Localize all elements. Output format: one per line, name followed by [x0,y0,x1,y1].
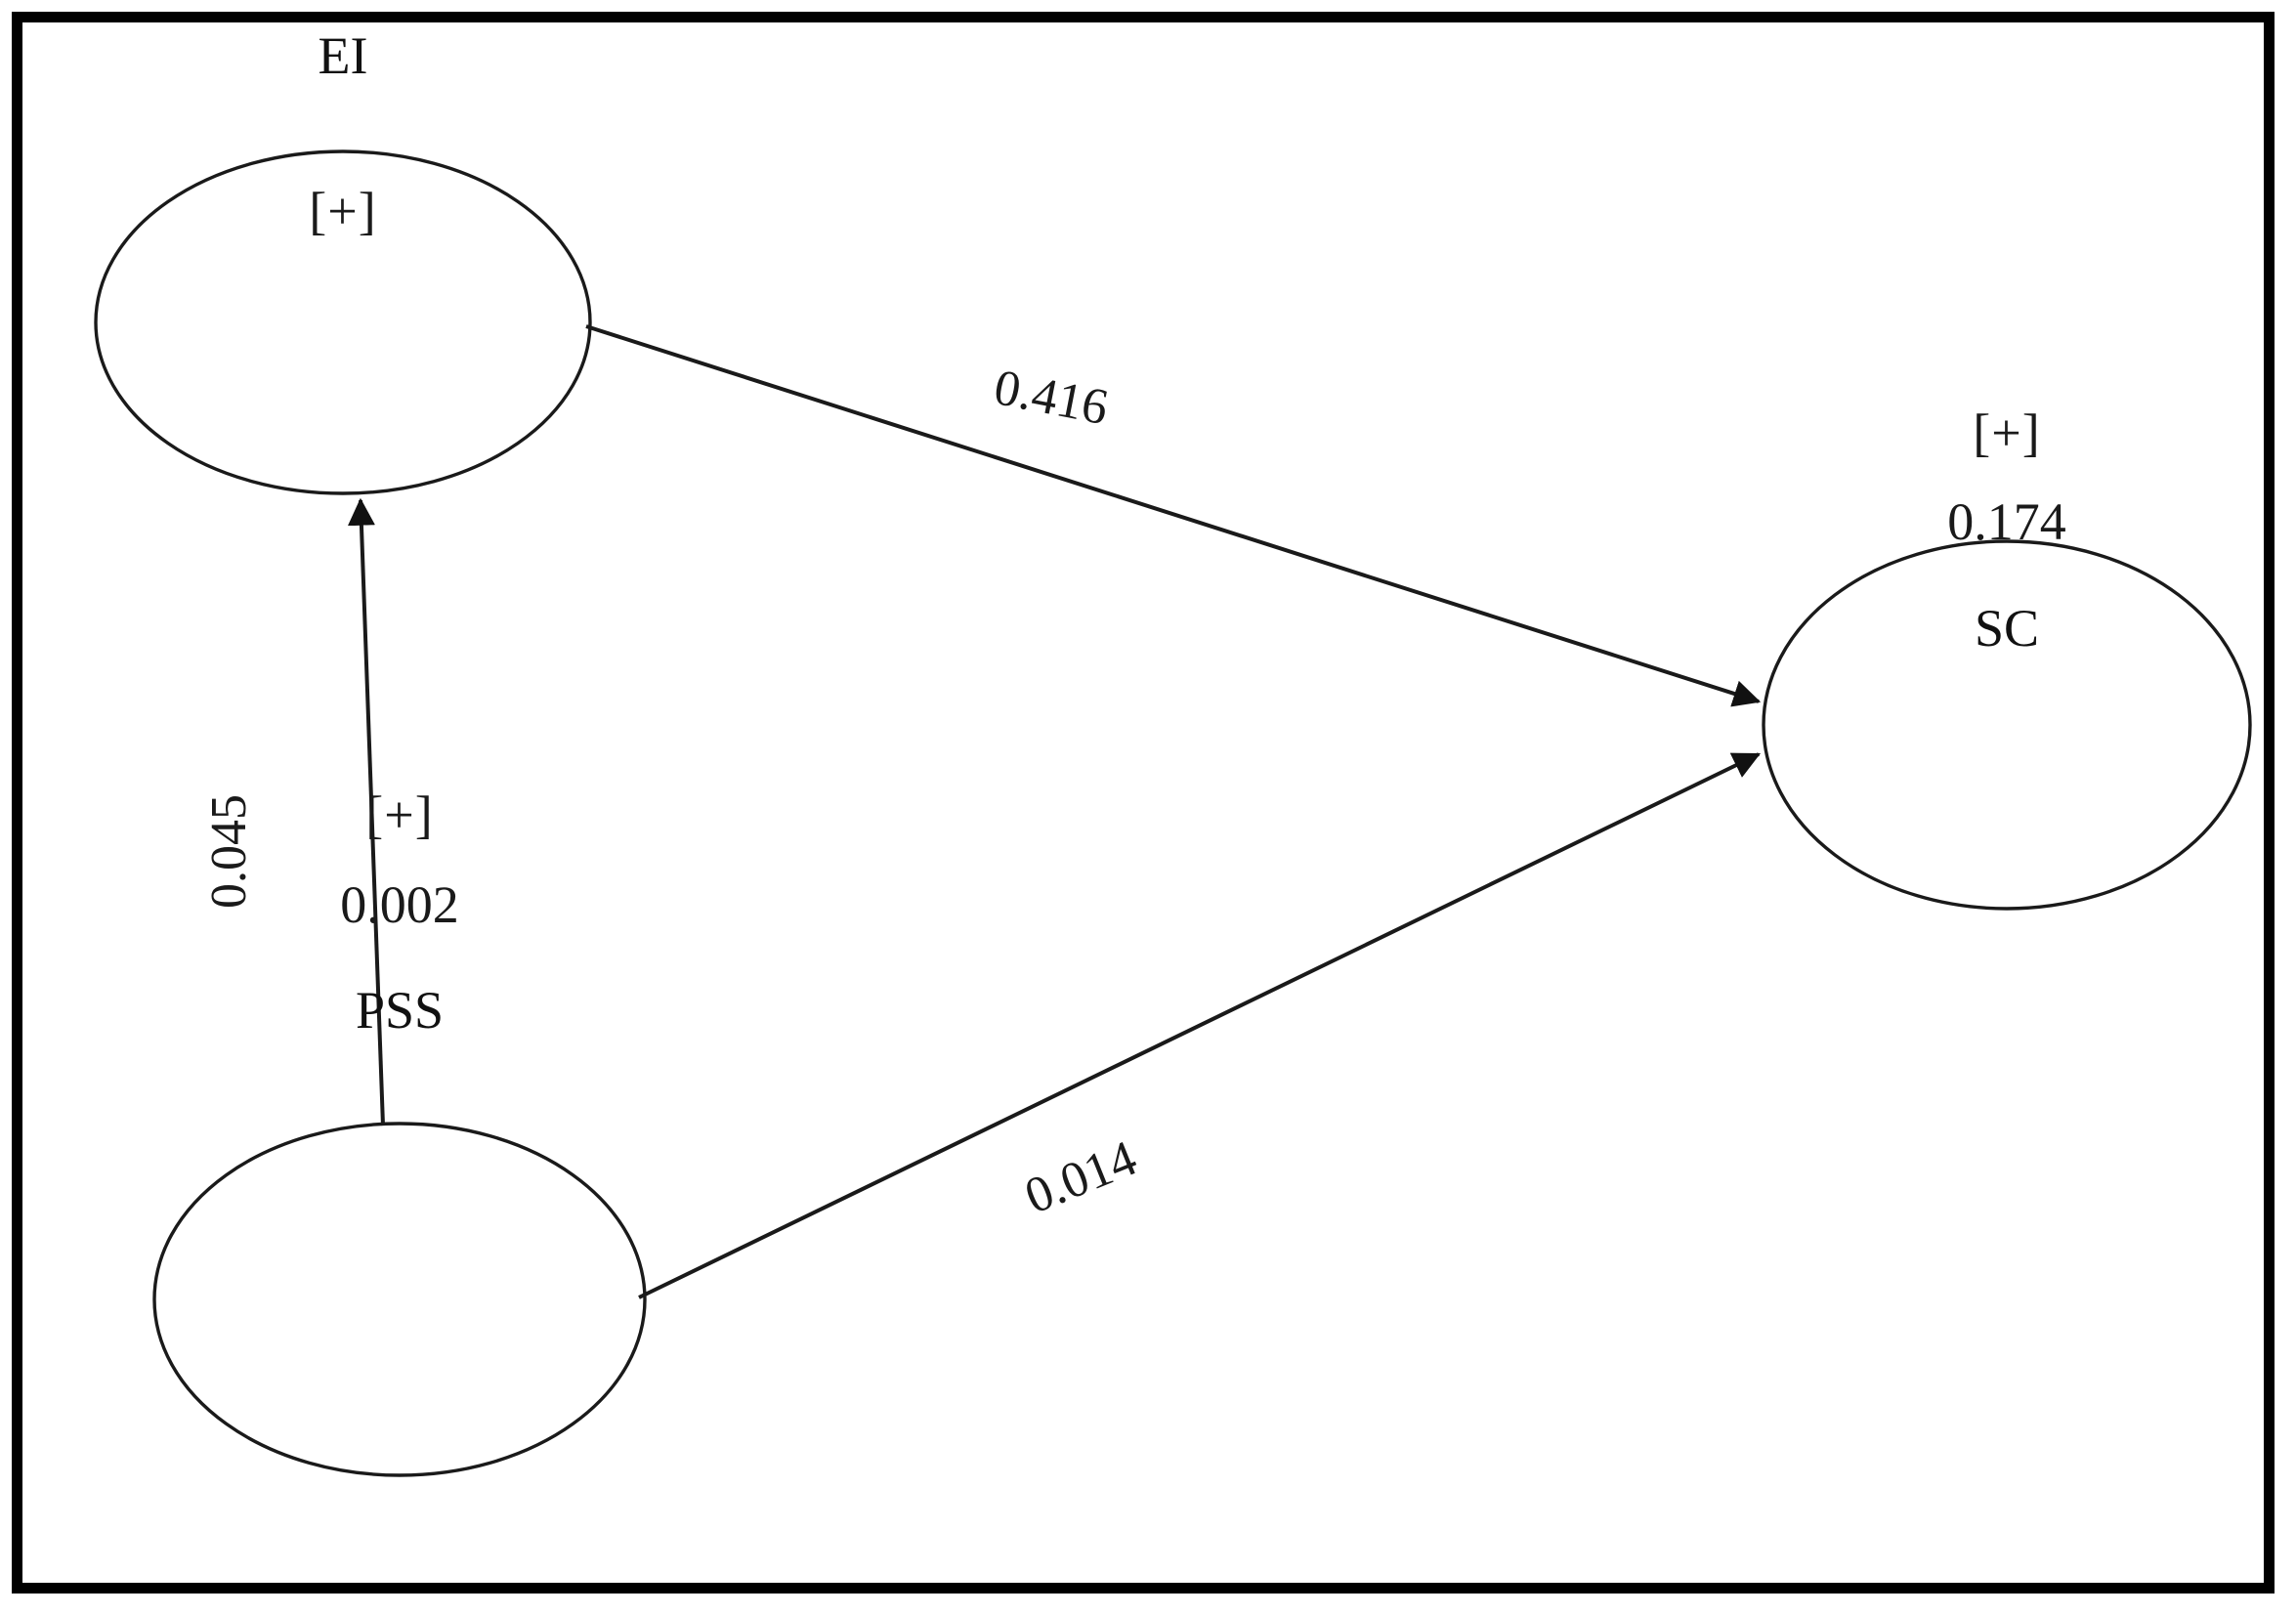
node-sign-sc: [+] [1973,404,2041,462]
edge-pss-to-ei[interactable] [347,497,385,1126]
diagram-border-frame [12,12,2275,1594]
node-ellipse-ei[interactable] [94,149,592,495]
node-ellipse-pss[interactable] [152,1122,647,1477]
node-value-sc: 0.174 [1947,492,2066,551]
node-label-pss: PSS [355,981,445,1040]
node-sign-pss: [+] [365,786,434,844]
node-sign-ei: [+] [309,182,377,240]
edge-label-pss-to-ei: 0.045 [201,794,257,909]
node-ellipse-sc[interactable] [1762,539,2252,911]
edge-ei-to-sc[interactable] [585,324,1762,707]
node-label-sc: SC [1974,599,2040,658]
node-label-ei: EI [318,26,368,85]
node-value-pss: 0.002 [340,875,459,934]
edge-pss-to-sc[interactable] [638,752,1762,1299]
